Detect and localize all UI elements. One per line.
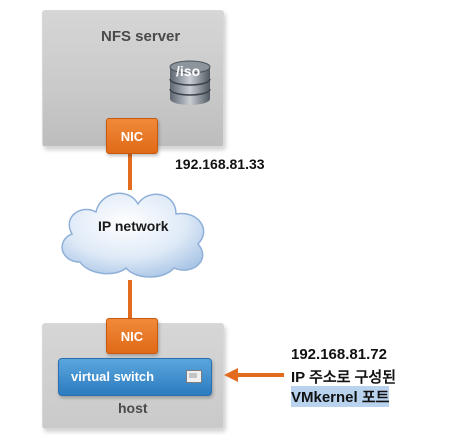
host-nic-label: NIC [120,328,144,344]
host-nic: NIC [106,318,158,354]
server-to-cloud-line [128,148,132,190]
nfs-server-nic: NIC [106,118,158,154]
virtual-switch-label: virtual switch [71,369,155,384]
iso-volume-label: /iso [176,63,201,79]
annotation-vmkernel-port: VMkernel 포트 [291,386,390,407]
annotation-configured: IP 주소로 구성된 [291,369,397,386]
arrow-icon [224,368,284,382]
server-ip-address: 192.168.81.33 [175,156,265,172]
nfs-server-title: NFS server [101,28,181,45]
database-icon [169,60,211,105]
ip-network-label: IP network [98,218,169,234]
nfs-nic-label: NIC [120,128,144,144]
annotation-ip: 192.168.81.72 [291,346,387,363]
vmkernel-port-icon [186,370,202,383]
virtual-switch: virtual switch [58,358,212,396]
cloud-to-host-line [128,280,132,322]
cloud-icon [61,192,205,278]
host-title: host [118,400,148,416]
